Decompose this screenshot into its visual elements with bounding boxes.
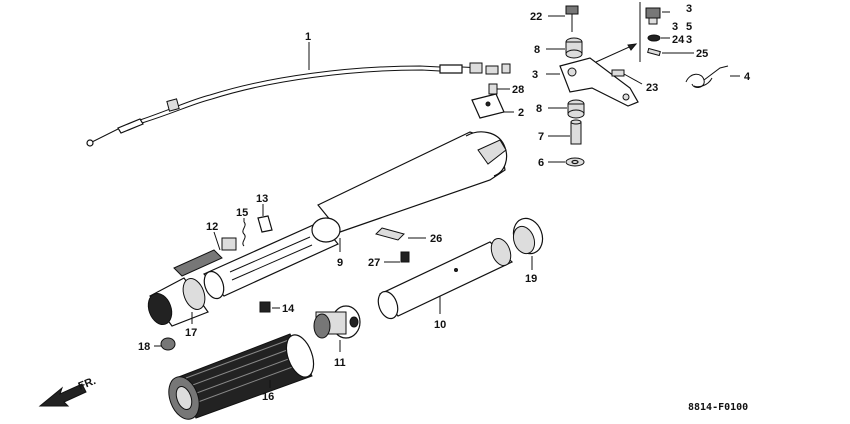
clip-13 xyxy=(257,204,273,233)
label-3c: 3 xyxy=(672,21,678,33)
label-12: 12 xyxy=(206,221,218,233)
screw-27 xyxy=(384,251,410,263)
label-22: 22 xyxy=(530,11,542,23)
pin-25 xyxy=(647,47,694,57)
label-14: 14 xyxy=(282,303,295,315)
front-direction-arrow-icon xyxy=(38,383,87,407)
label-18: 18 xyxy=(138,341,150,353)
bolt-14 xyxy=(259,301,280,313)
lever-3 xyxy=(546,57,643,107)
label-3d: 3 xyxy=(686,34,692,46)
collar-8-top xyxy=(546,37,583,59)
bearing-11 xyxy=(313,305,361,352)
label-9: 9 xyxy=(337,257,343,269)
label-6: 6 xyxy=(538,157,544,169)
spring-4 xyxy=(685,65,740,88)
label-5: 5 xyxy=(686,21,692,33)
spring-15 xyxy=(242,218,246,247)
label-16: 16 xyxy=(262,391,274,403)
label-7: 7 xyxy=(538,131,544,143)
label-25: 25 xyxy=(696,48,708,60)
label-24: 24 xyxy=(672,34,685,46)
pin-7 xyxy=(548,119,582,145)
washer-24 xyxy=(647,34,670,42)
cap-35 xyxy=(645,7,670,25)
end-cap-17 xyxy=(147,277,209,327)
label-26: 26 xyxy=(430,233,442,245)
bolt-22 xyxy=(548,5,579,32)
label-8b: 8 xyxy=(536,103,542,115)
label-2: 2 xyxy=(518,107,524,119)
cap-18 xyxy=(154,337,176,351)
label-3a: 3 xyxy=(532,69,538,81)
label-28: 28 xyxy=(512,84,524,96)
inset-bracket xyxy=(595,2,641,63)
housing-9 xyxy=(202,131,508,300)
label-27: 27 xyxy=(368,257,380,269)
plate-26 xyxy=(375,227,426,241)
label-3b: 3 xyxy=(686,3,692,15)
direction-label: FR. xyxy=(77,375,98,393)
label-1: 1 xyxy=(305,31,311,43)
label-10: 10 xyxy=(434,319,446,331)
grip-16 xyxy=(168,333,315,420)
label-8a: 8 xyxy=(534,44,540,56)
sleeve-10 xyxy=(377,237,514,320)
label-23: 23 xyxy=(646,82,658,94)
label-4: 4 xyxy=(744,71,751,83)
label-17: 17 xyxy=(185,327,197,339)
label-13: 13 xyxy=(256,193,268,205)
bracket-2 xyxy=(471,93,514,119)
label-15: 15 xyxy=(236,207,248,219)
collar-8-bottom xyxy=(548,99,585,119)
throttle-cable xyxy=(86,42,511,147)
label-11: 11 xyxy=(334,357,346,369)
ring-19 xyxy=(512,217,544,270)
bolt-28 xyxy=(488,83,510,95)
switch-12 xyxy=(173,231,237,277)
washer-6 xyxy=(548,157,585,167)
label-19: 19 xyxy=(525,273,537,285)
figure-code: 8814-F0100 xyxy=(688,402,748,413)
